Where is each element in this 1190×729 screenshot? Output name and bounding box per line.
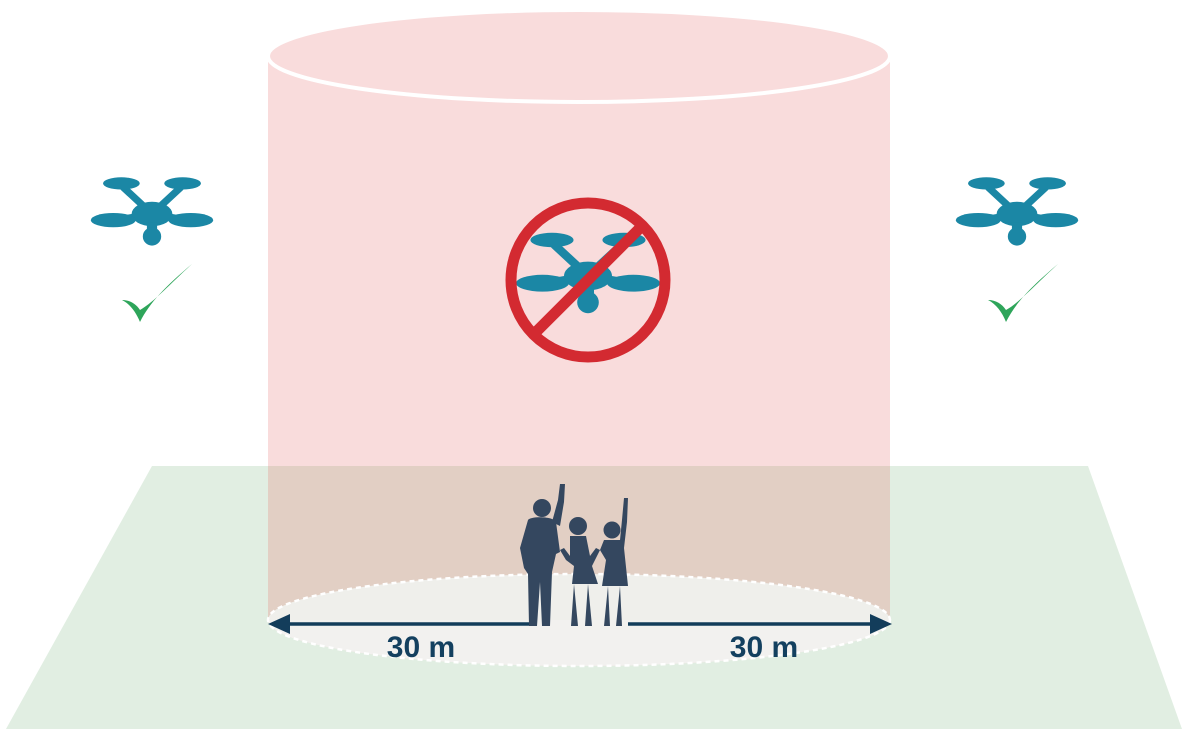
right-distance-label: 30 m xyxy=(730,631,798,664)
drone-icon xyxy=(91,177,213,245)
restricted-zone-top xyxy=(268,10,890,102)
checkmark-icon xyxy=(988,264,1058,322)
drone-icon xyxy=(956,177,1078,245)
checkmark-icon xyxy=(122,264,192,322)
left-distance-label: 30 m xyxy=(387,631,455,664)
